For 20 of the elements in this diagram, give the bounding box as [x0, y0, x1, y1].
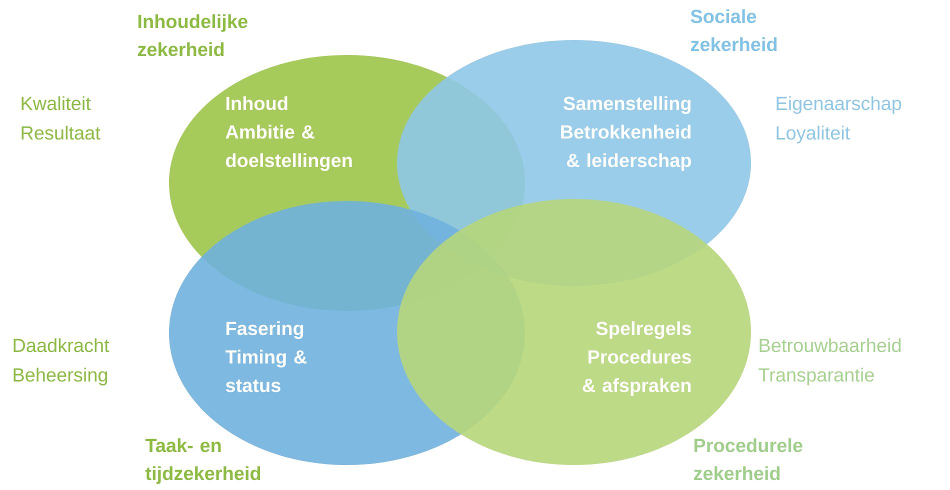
keyword-label: Kwaliteit: [22, 96, 91, 110]
circle-label: Ambitie & doelstellingen: [226, 124, 352, 171]
circle-label: Betrokkenheid & leiderschap: [561, 124, 691, 171]
section-title: Sociale zekerheid: [690, 9, 777, 52]
keyword-label: Daadkracht: [14, 338, 110, 352]
section-title: Inhoudelijke zekerheid: [138, 14, 248, 56]
circle-label: Timing & status: [225, 350, 307, 392]
circle-label: Fasering: [226, 321, 304, 339]
keyword-label: Eigenaarschap: [776, 96, 902, 114]
keyword-label: Loyaliteit: [776, 126, 850, 144]
circle-label: Spelregels: [596, 321, 692, 339]
circle-label: Samenstelling: [564, 96, 691, 114]
section-title: Taak- en tijdzekerheid: [145, 438, 260, 484]
keyword-label: Beheersing: [14, 368, 108, 386]
keyword-label: Resultaat: [22, 126, 100, 140]
section-title: Procedurele zekerheid: [694, 438, 802, 480]
circle-label: Procedures & afspraken: [582, 350, 692, 396]
keyword-label: Betrouwbaarheid: [760, 338, 901, 352]
circle-label: Inhoud: [226, 96, 288, 110]
keyword-label: Transparantie: [758, 368, 874, 386]
